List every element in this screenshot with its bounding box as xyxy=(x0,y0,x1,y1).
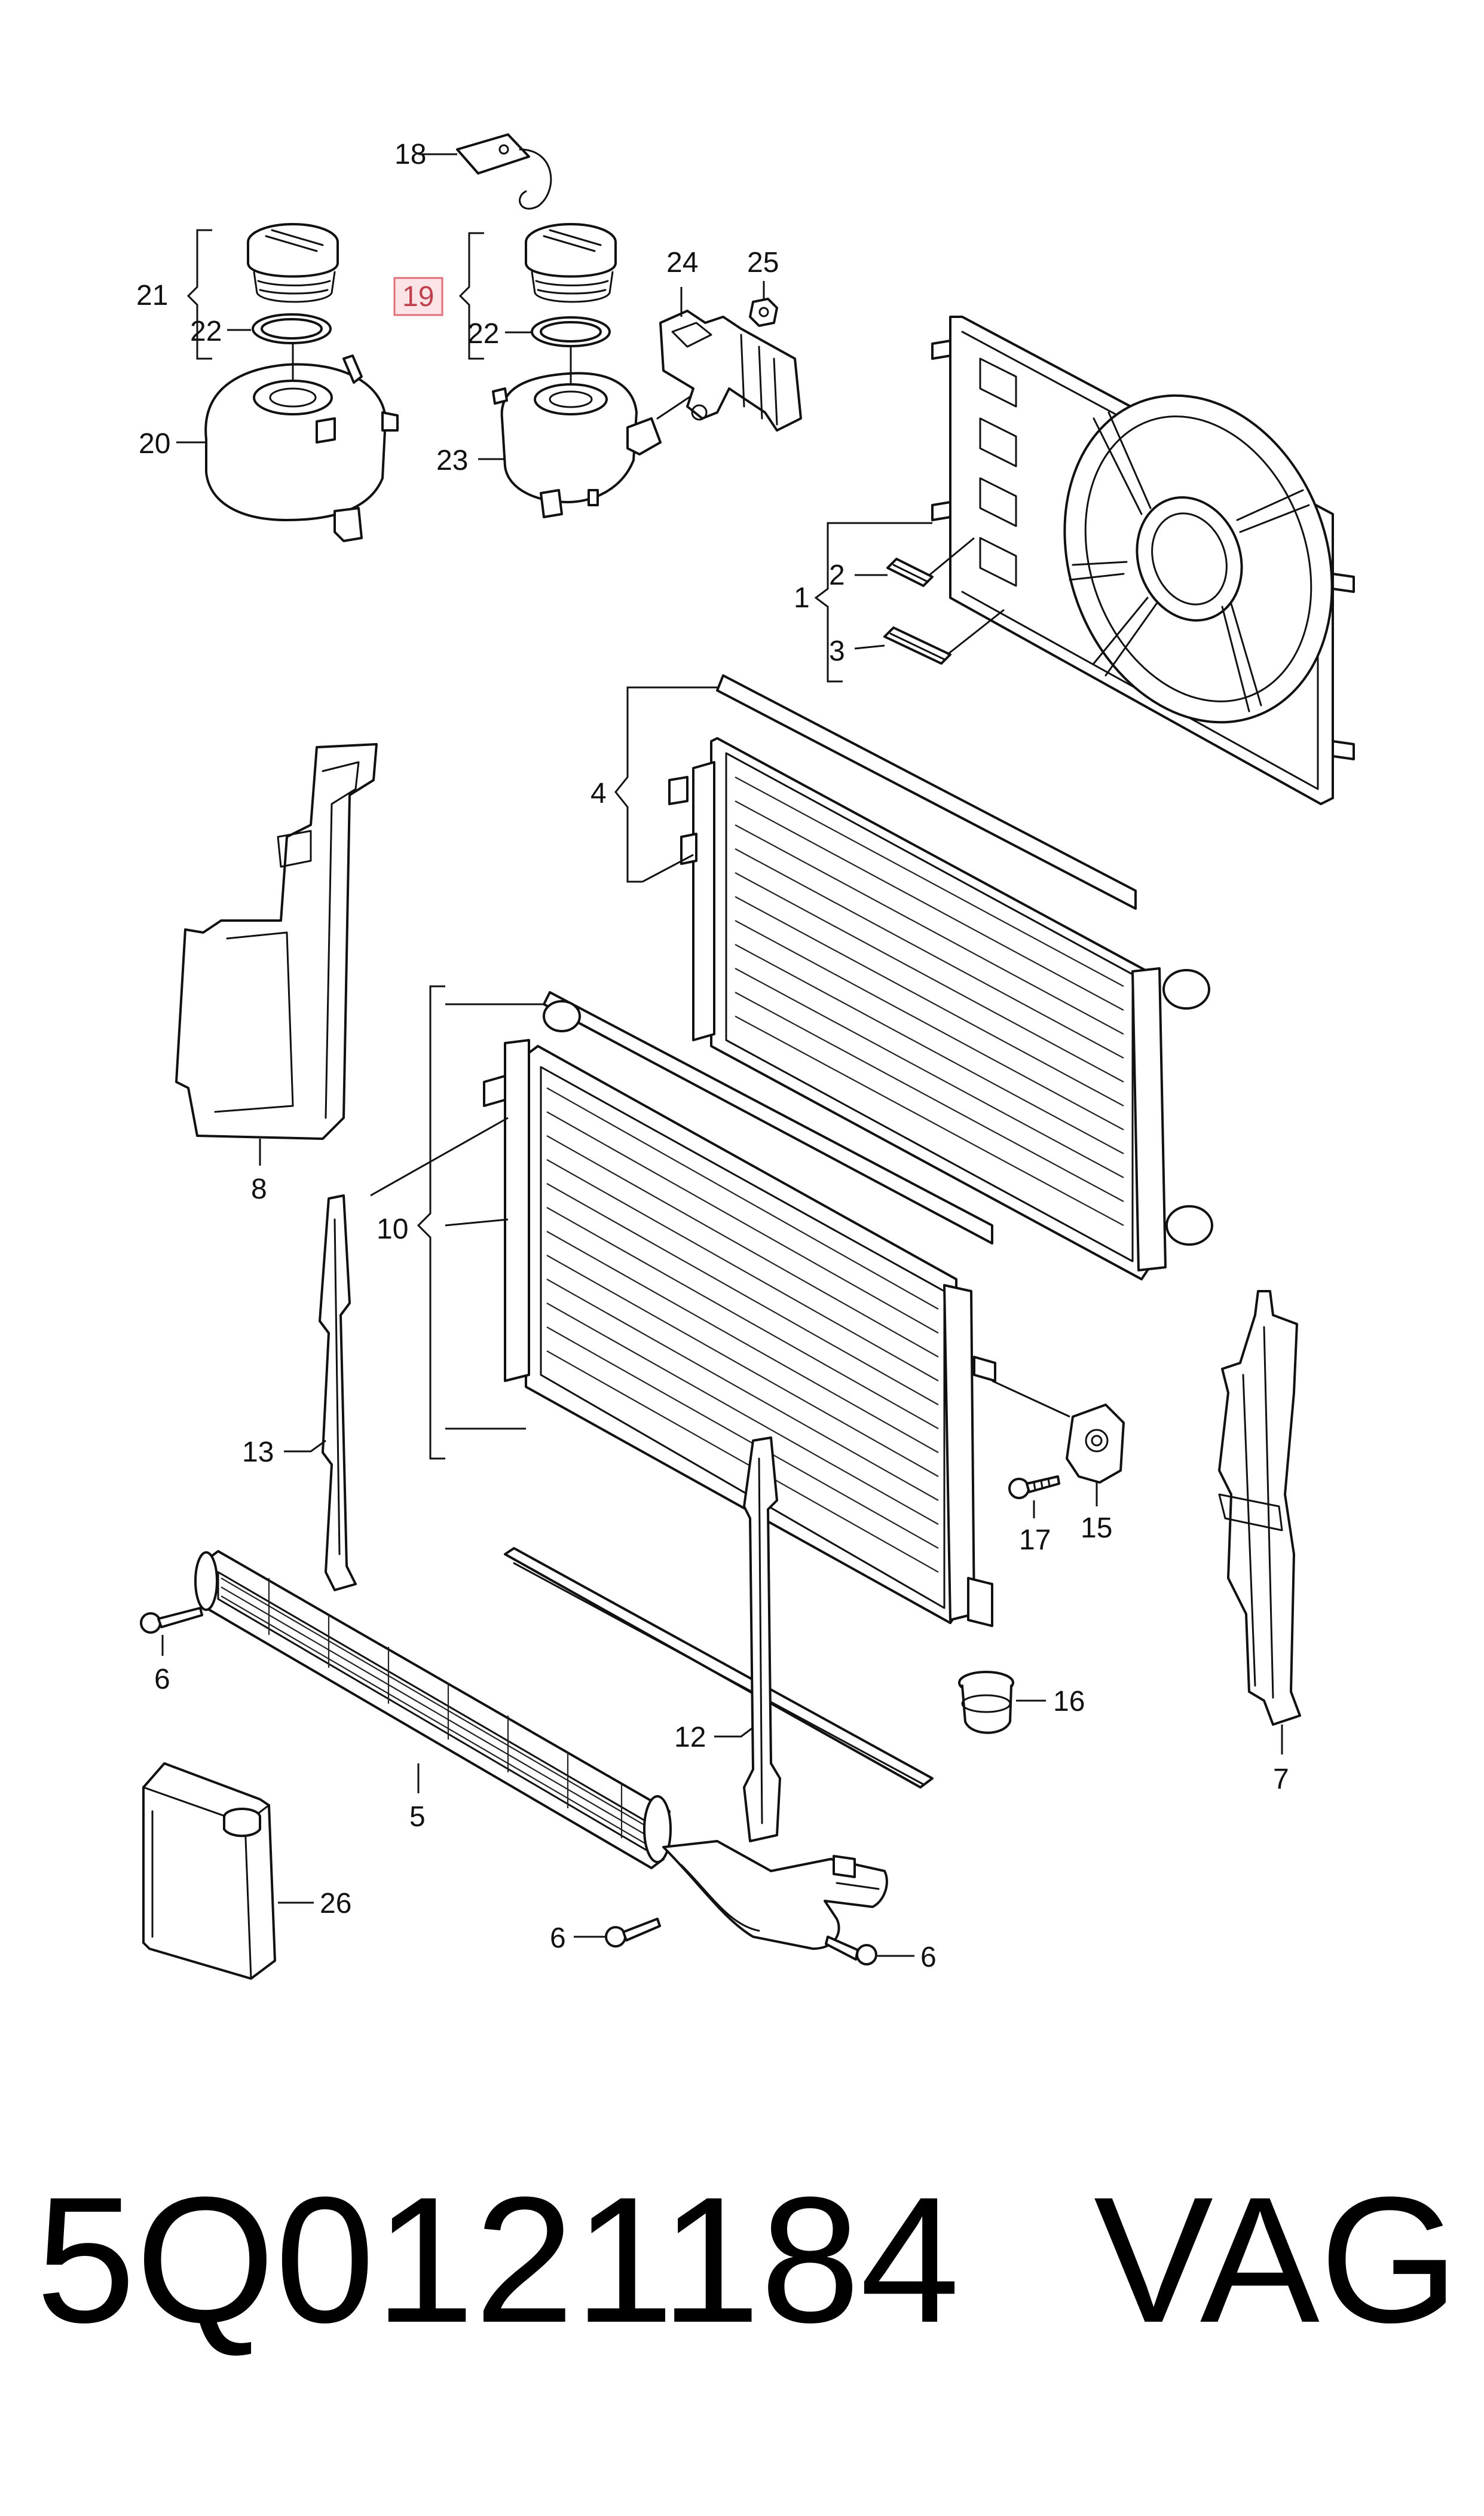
part-2-foam-strip xyxy=(886,558,934,587)
part-25-nut xyxy=(749,298,778,327)
callout-26: 26 xyxy=(320,1888,351,1919)
caption: 5Q0121184 VAG xyxy=(36,2159,1459,2360)
part-7-air-guide xyxy=(1218,1290,1301,1726)
part-4-radiator xyxy=(668,674,1213,1280)
callout-3: 3 xyxy=(829,635,845,667)
callout-18: 18 xyxy=(394,139,426,170)
callout-2: 2 xyxy=(829,560,845,591)
part-26-coolant-canister xyxy=(142,1762,276,1980)
part-20-reservoir-left xyxy=(204,343,399,542)
part-18-tag xyxy=(456,133,552,210)
part-15-bracket xyxy=(1066,1404,1125,1484)
part-16-grommet xyxy=(958,1671,1014,1734)
callout-6-c: 6 xyxy=(920,1942,937,1973)
callout-25: 25 xyxy=(747,247,779,279)
part-10-radiator xyxy=(483,991,996,1789)
callout-24: 24 xyxy=(666,247,698,279)
brand-name: VAG xyxy=(1094,2159,1459,2360)
callout-23: 23 xyxy=(436,445,468,476)
callout-22-right: 22 xyxy=(467,318,499,350)
part-5-auxiliary-cooler xyxy=(194,1550,888,1950)
callout-13: 13 xyxy=(242,1436,274,1468)
callout-1: 1 xyxy=(794,582,810,614)
callout-5: 5 xyxy=(409,1801,426,1833)
callout-6-a: 6 xyxy=(154,1664,170,1695)
part-22-seal-right xyxy=(531,316,611,347)
part-1-fan-shroud xyxy=(931,316,1355,805)
part-8-air-guide xyxy=(175,743,378,1140)
callout-20: 20 xyxy=(139,428,170,460)
callout-22-left: 22 xyxy=(190,316,222,347)
part-22-seal-left xyxy=(252,313,332,344)
part-6-bolt-1 xyxy=(140,1607,203,1634)
callout-21: 21 xyxy=(136,280,168,311)
part-23-reservoir-right xyxy=(492,346,694,518)
part-6-bolt-2 xyxy=(605,1918,661,1948)
callout-12: 12 xyxy=(674,1722,706,1753)
callout-15: 15 xyxy=(1081,1512,1112,1544)
callout-8: 8 xyxy=(251,1173,267,1205)
part-19-cap-right xyxy=(525,223,617,303)
callout-16: 16 xyxy=(1053,1686,1085,1717)
part-6-bolt-3 xyxy=(825,1936,877,1965)
callout-17: 17 xyxy=(1019,1524,1051,1556)
part-3-foam-strip xyxy=(883,626,951,665)
part-21-cap-left xyxy=(247,223,339,303)
callout-7: 7 xyxy=(1273,1763,1289,1795)
part-13-seal-strip xyxy=(319,1194,357,1591)
part-24-bracket xyxy=(659,310,802,432)
callout-10: 10 xyxy=(377,1213,408,1245)
part-12-seal-strip xyxy=(743,1436,781,1842)
part-17-bolt xyxy=(1008,1475,1060,1499)
callout-6-b: 6 xyxy=(550,1922,566,1954)
part-number: 5Q0121184 xyxy=(36,2159,960,2360)
callout-19-highlight xyxy=(393,277,443,316)
callout-19: 19 xyxy=(402,281,434,313)
callout-4: 4 xyxy=(590,778,607,809)
